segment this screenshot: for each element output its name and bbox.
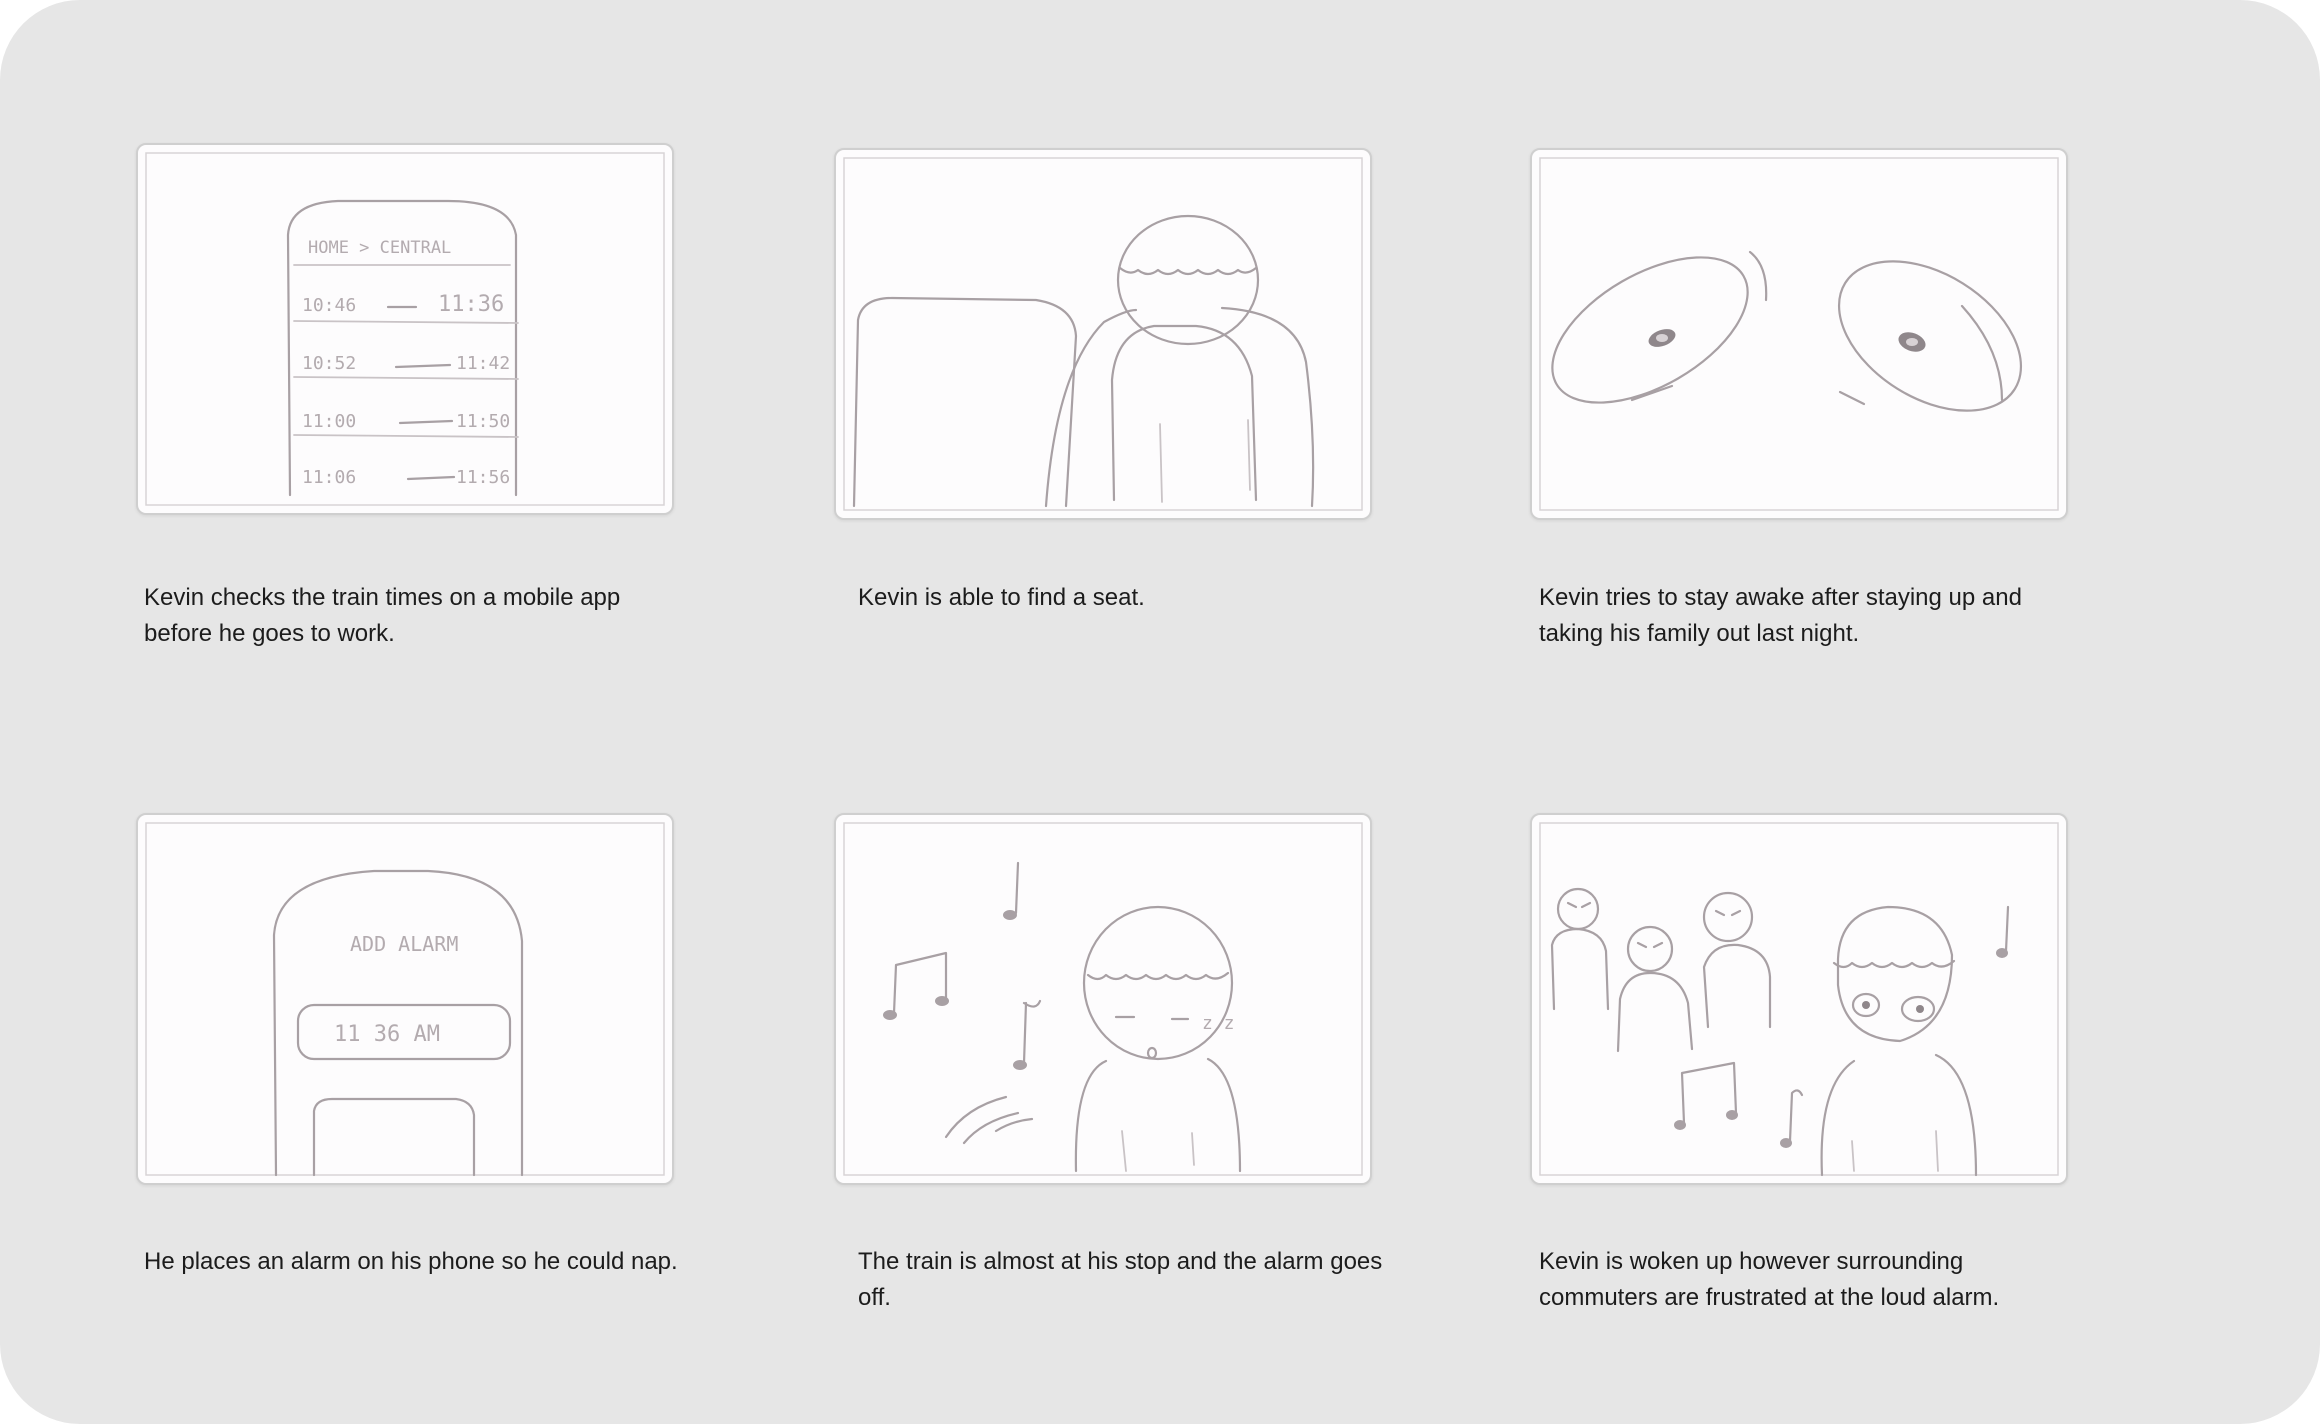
sketch-depart-time: 10:52	[302, 353, 356, 374]
sketch-alarm-time: 11 36 AM	[334, 1022, 440, 1047]
storyboard-panel-1: HOME > CENTRAL 10:46 11:36 10:52 11:42 1…	[136, 143, 674, 515]
sketch-add-alarm-app: ADD ALARM 11 36 AM	[145, 822, 665, 1177]
storyboard-panel-5: z z	[834, 813, 1372, 1185]
sketch-frustrated-commuters	[1539, 822, 2059, 1177]
storyboard-caption-4: He places an alarm on his phone so he co…	[144, 1248, 678, 1275]
sketch-arrive-time: 11:36	[438, 292, 504, 317]
sketch-alarm-header: ADD ALARM	[350, 932, 458, 956]
sketch-arrive-time: 11:56	[456, 467, 510, 488]
storyboard-caption-5: The train is almost at his stop and the …	[858, 1248, 1383, 1311]
sketch-alarm-ringing: z z	[843, 822, 1363, 1176]
sketch-arrive-time: 11:42	[456, 353, 510, 374]
storyboard-panel-2	[834, 148, 1372, 520]
sketch-sleepy-eyes	[1539, 157, 2059, 511]
sketch-depart-time: 11:06	[302, 467, 356, 488]
storyboard-caption-1: Kevin checks the train times on a mobile…	[144, 584, 621, 647]
sketch-arrive-time: 11:50	[456, 411, 510, 432]
storyboard-panel-6	[1530, 813, 2068, 1185]
storyboard-panel-3	[1530, 148, 2068, 520]
sketch-depart-time: 10:46	[302, 295, 356, 316]
storyboard-panel-4: ADD ALARM 11 36 AM	[136, 813, 674, 1185]
storyboard-caption-2: Kevin is able to find a seat.	[858, 584, 1145, 611]
storyboard-caption-3: Kevin tries to stay awake after staying …	[1539, 584, 2022, 647]
sketch-depart-time: 11:00	[302, 411, 356, 432]
sketch-kevin-seated	[843, 157, 1363, 511]
sketch-train-times-app: HOME > CENTRAL 10:46 11:36 10:52 11:42 1…	[145, 152, 665, 506]
sketch-snore: z z	[1202, 1013, 1235, 1034]
sketch-app-header: HOME > CENTRAL	[308, 238, 451, 258]
storyboard-caption-6: Kevin is woken up however surrounding co…	[1539, 1248, 2000, 1311]
